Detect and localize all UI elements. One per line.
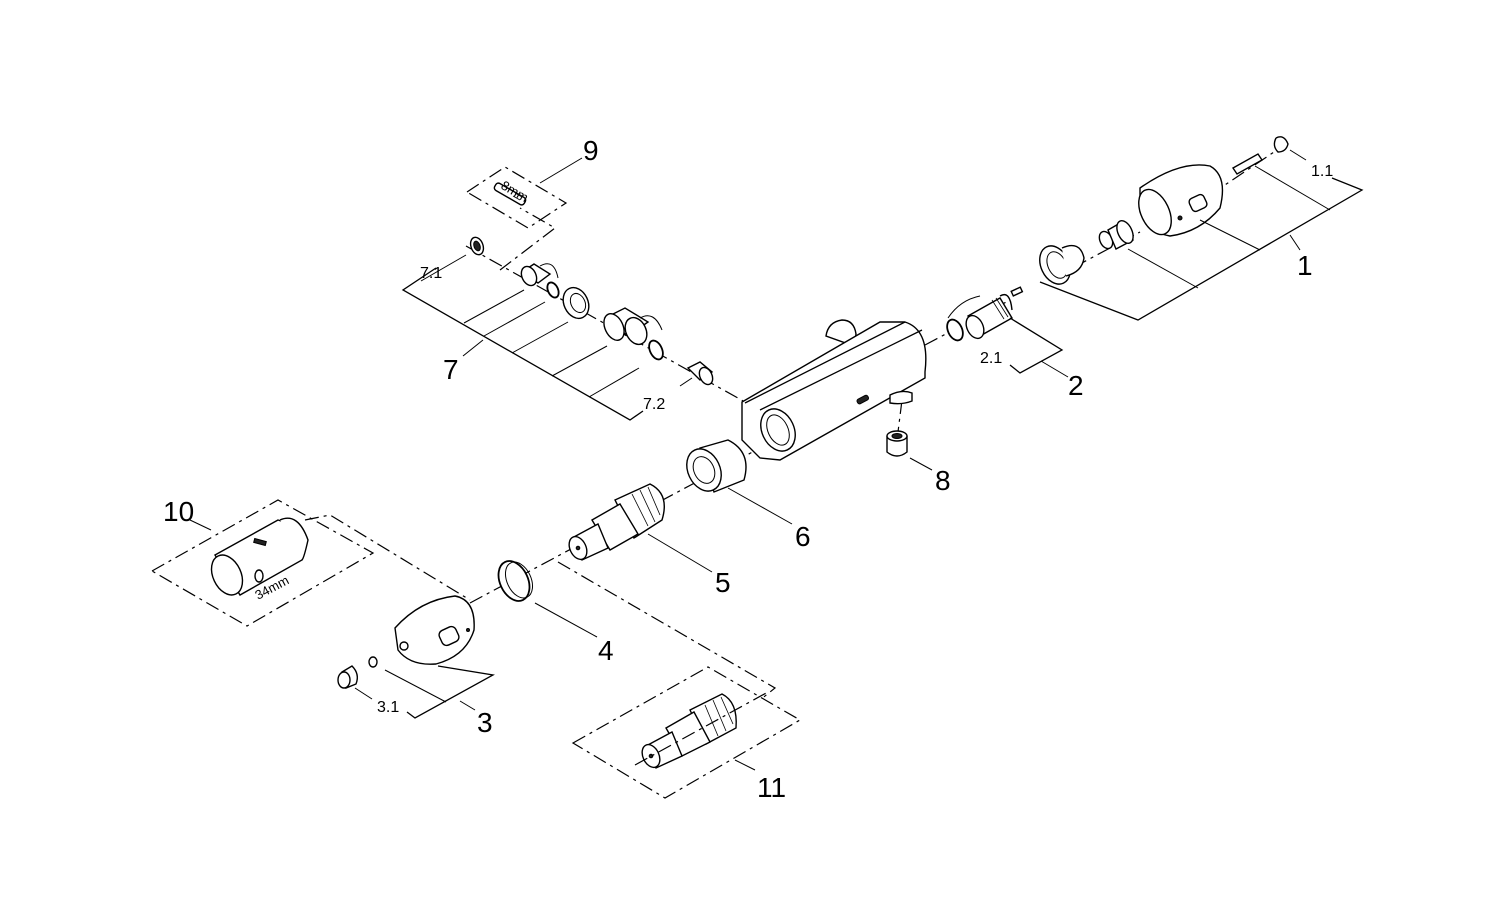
part-label-3: 3 — [477, 707, 493, 738]
part-label-7-1: 7.1 — [420, 265, 442, 282]
part-2-flow-cartridge: 2.1 2 — [946, 286, 1084, 401]
part-label-7: 7 — [443, 354, 459, 385]
part-label-3-1: 3.1 — [377, 699, 399, 716]
part-1-handle-assembly: 1.1 1 — [1039, 136, 1364, 321]
part-11-replacement-cartridge: 11 — [571, 666, 802, 803]
part-label-11: 11 — [757, 772, 786, 803]
part-label-9: 9 — [583, 135, 599, 166]
part-label-6: 6 — [795, 521, 811, 552]
part-4-ring: 4 — [497, 560, 614, 666]
part-7-connection-set: 7.1 7 7.2 — [401, 236, 714, 421]
part-label-2-1: 2.1 — [980, 350, 1002, 367]
part-10-assembly-tool: 34mm 10 — [150, 496, 375, 627]
part-label-10: 10 — [163, 496, 194, 527]
part-5-thermostatic-cartridge: 5 — [568, 483, 731, 598]
part-label-2: 2 — [1068, 370, 1084, 401]
part-label-1-1: 1.1 — [1311, 163, 1333, 180]
part-3-flow-handle: 3.1 3 — [337, 595, 495, 738]
part-label-5: 5 — [715, 567, 731, 598]
part-label-8: 8 — [935, 465, 951, 496]
valve-body — [741, 319, 927, 461]
part-9-hex-key: 8mm 9 — [465, 135, 599, 229]
part-label-1: 1 — [1297, 250, 1313, 281]
part-6-retaining-nut: 6 — [686, 439, 811, 552]
part-label-7-2: 7.2 — [643, 396, 665, 413]
part-8-outlet-nipple: 8 — [886, 430, 951, 496]
part-label-4: 4 — [598, 635, 614, 666]
